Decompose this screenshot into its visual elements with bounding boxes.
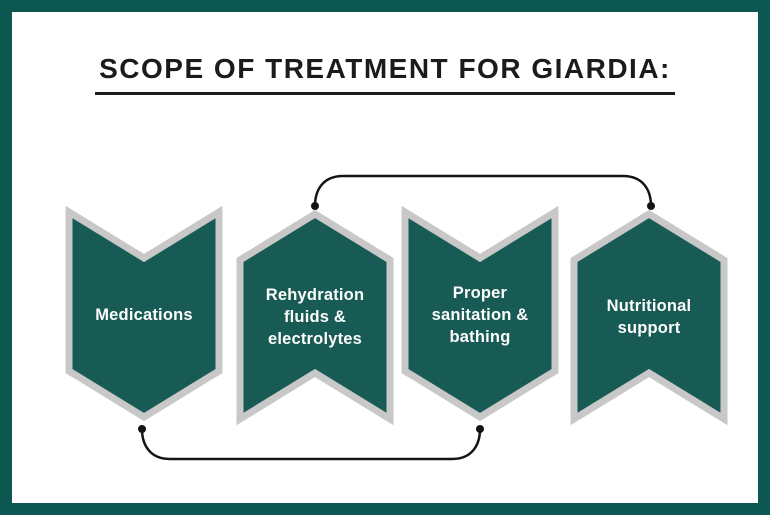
step-chevron-nutritional-support: Nutritional support bbox=[570, 209, 728, 425]
step-label: Nutritional support bbox=[607, 295, 692, 339]
step-label-line: Rehydration bbox=[265, 285, 365, 304]
chevron-down-shape-icon bbox=[401, 206, 559, 422]
step-label-line: electrolytes bbox=[267, 329, 363, 348]
step-chevron-rehydration-fluids: Rehydration fluids & electrolytes bbox=[236, 209, 394, 425]
chevron-up-shape-icon bbox=[236, 209, 394, 425]
step-chevron-medications: Medications bbox=[65, 206, 223, 422]
step-label: Medications bbox=[95, 304, 193, 326]
bottom-connector-end-dot bbox=[476, 425, 484, 433]
step-label-line: Medications bbox=[95, 305, 193, 324]
step-label-line: fluids & bbox=[283, 307, 347, 326]
chevron-down-shape-icon bbox=[65, 206, 223, 422]
step-label-line: bathing bbox=[449, 327, 511, 346]
step-chevron-proper-sanitation: Proper sanitation & bathing bbox=[401, 206, 559, 422]
bottom-connector-arc bbox=[140, 427, 482, 461]
step-label-line: Nutritional bbox=[606, 296, 692, 315]
bottom-connector-start-dot bbox=[138, 425, 146, 433]
step-label: Proper sanitation & bathing bbox=[432, 282, 529, 348]
chevron-up-shape-icon bbox=[570, 209, 728, 425]
page-title: SCOPE OF TREATMENT FOR GIARDIA: bbox=[95, 53, 675, 96]
step-label: Rehydration fluids & electrolytes bbox=[266, 284, 364, 350]
top-connector-arc bbox=[313, 174, 653, 208]
step-label-line: support bbox=[617, 318, 681, 337]
title-wrap: SCOPE OF TREATMENT FOR GIARDIA: bbox=[12, 53, 758, 96]
step-label-line: Proper bbox=[452, 283, 508, 302]
step-label-line: sanitation & bbox=[431, 305, 529, 324]
